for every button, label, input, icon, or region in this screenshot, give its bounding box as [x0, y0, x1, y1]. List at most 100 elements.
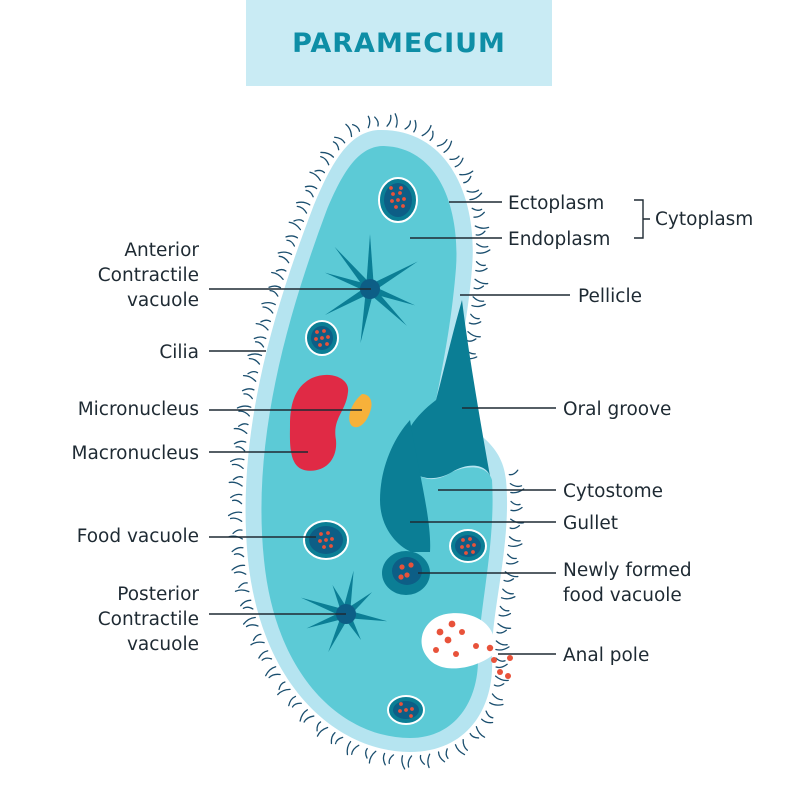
- cilium: [232, 476, 244, 481]
- cilium: [469, 732, 480, 739]
- cilium: [502, 588, 514, 595]
- cilium: [421, 124, 432, 137]
- cilium: [437, 751, 446, 763]
- cilium: [467, 331, 481, 338]
- label-posterior-3: vacuole: [127, 634, 199, 655]
- cilium: [494, 675, 509, 682]
- cilium: [436, 138, 448, 147]
- cilium: [320, 151, 335, 158]
- cilium: [252, 633, 262, 641]
- cilium: [473, 211, 485, 218]
- cilium: [495, 657, 506, 662]
- cilium: [475, 726, 486, 738]
- cilium: [320, 156, 330, 166]
- cilium: [429, 130, 434, 142]
- cilium: [508, 536, 521, 542]
- label-cytostome: Cytostome: [563, 481, 663, 502]
- cilium: [404, 120, 411, 130]
- cilium: [495, 663, 508, 669]
- cilium: [495, 640, 508, 646]
- food-vacuole: [305, 320, 339, 356]
- cilium: [346, 740, 352, 756]
- cilium: [309, 171, 322, 182]
- label-posterior-2: Contractile: [98, 609, 199, 630]
- cilium: [465, 338, 477, 342]
- cilium: [368, 750, 377, 764]
- label-micronucleus: Micronucleus: [78, 399, 199, 420]
- cilium: [510, 506, 523, 512]
- cilium: [277, 688, 291, 696]
- food-vacuoles: [303, 177, 487, 725]
- cilium: [230, 493, 243, 499]
- label-newly-formed-2: food vacuole: [563, 585, 682, 606]
- anterior-contractile-vacuole: [324, 234, 418, 344]
- page-title: PARAMECIUM: [292, 27, 506, 59]
- oral-groove: [403, 300, 490, 479]
- cilium: [497, 623, 512, 629]
- cilium: [481, 718, 494, 724]
- cilium: [258, 650, 269, 659]
- cilium: [499, 605, 510, 612]
- food-vacuole: [449, 529, 487, 563]
- cilium: [413, 119, 417, 133]
- food-vacuole: [303, 520, 349, 560]
- label-ectoplasm: Ectoplasm: [508, 193, 604, 214]
- label-endoplasm: Endoplasm: [508, 229, 610, 250]
- cilium: [227, 511, 243, 517]
- cilium: [231, 499, 243, 505]
- title-banner: PARAMECIUM: [246, 0, 552, 86]
- cilium: [388, 754, 395, 765]
- cilium: [472, 296, 485, 302]
- cilium: [330, 732, 336, 745]
- cilium: [506, 553, 517, 560]
- cilium: [495, 646, 510, 651]
- cilium: [496, 629, 507, 634]
- cilium: [508, 469, 519, 476]
- endoplasm-region: [261, 146, 493, 738]
- cilium: [316, 726, 329, 737]
- cilium: [470, 313, 480, 320]
- label-anal-pole: Anal pole: [563, 645, 649, 666]
- cilium: [254, 341, 265, 348]
- cilium: [469, 192, 483, 201]
- label-anterior-2: Contractile: [98, 265, 199, 286]
- cilium: [471, 303, 486, 308]
- cilium: [351, 124, 361, 132]
- cilium: [233, 571, 247, 575]
- cilium: [291, 702, 302, 708]
- cilium: [475, 230, 486, 236]
- cilium: [242, 616, 256, 625]
- cilium: [269, 289, 279, 297]
- cilium: [351, 744, 360, 755]
- cilium: [278, 255, 290, 264]
- cilium: [401, 755, 406, 770]
- cilium: [235, 446, 246, 452]
- cilium: [277, 251, 293, 256]
- cilium: [509, 524, 520, 530]
- cilium: [238, 410, 250, 417]
- label-gullet: Gullet: [563, 513, 618, 534]
- cilium: [474, 278, 489, 285]
- label-food-vacuole: Food vacuole: [77, 526, 199, 547]
- cilium: [386, 114, 392, 127]
- cilium: [468, 321, 482, 325]
- cilium: [491, 693, 503, 701]
- cilium: [314, 169, 326, 174]
- cilium: [271, 271, 284, 281]
- label-posterior-1: Posterior: [117, 584, 199, 605]
- macronucleus: [289, 374, 349, 471]
- cilium: [236, 405, 252, 409]
- posterior-contractile-vacuole: [300, 570, 388, 653]
- cilium: [367, 115, 371, 129]
- cilium: [466, 189, 480, 193]
- cilium: [248, 357, 261, 365]
- food-vacuole: [387, 695, 425, 725]
- cilium: [509, 482, 523, 488]
- cilium: [255, 322, 269, 331]
- newly-formed-food-vacuole: [382, 551, 430, 595]
- cilium: [245, 624, 259, 628]
- anal-pole-waste: [433, 620, 513, 679]
- cilium: [475, 261, 486, 267]
- cilium: [299, 709, 308, 722]
